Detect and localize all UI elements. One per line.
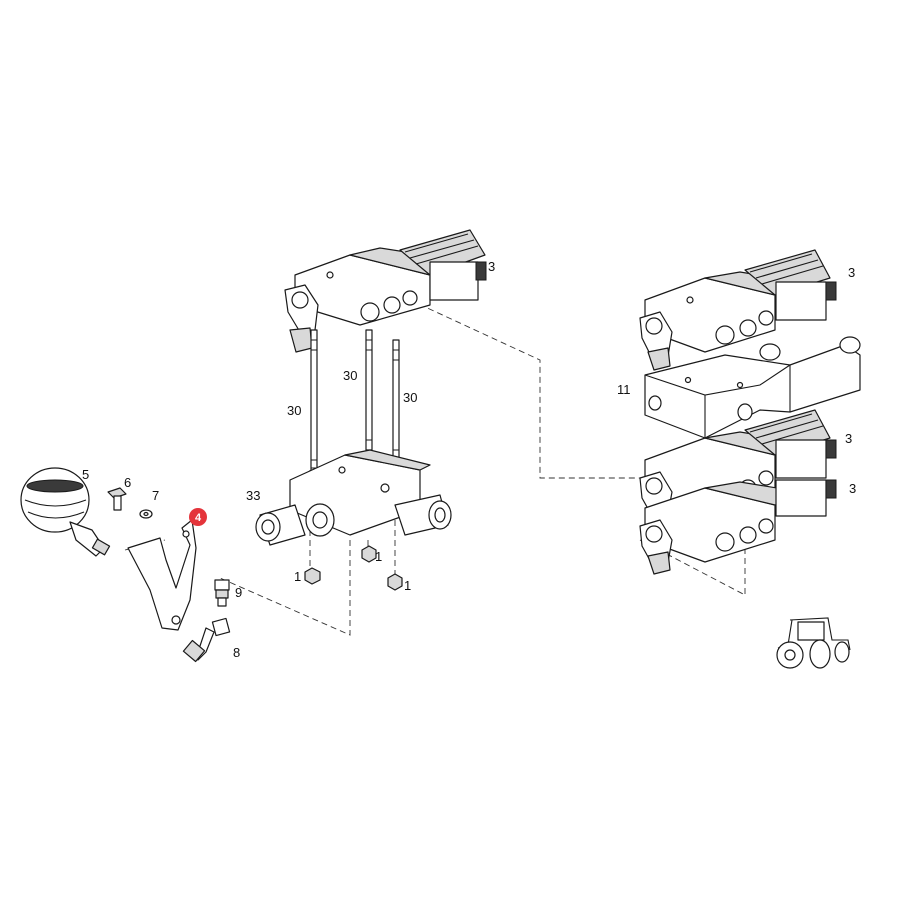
- callout-7: 7: [152, 488, 159, 503]
- fitting-part: [214, 579, 230, 607]
- callout-3-right-middle: 3: [845, 431, 852, 446]
- valve-section-right-bottom: [639, 479, 837, 575]
- pipe-part: [182, 617, 231, 663]
- inlet-block: [255, 449, 452, 546]
- callout-30-left: 30: [287, 403, 301, 418]
- callout-1-right: 1: [404, 578, 411, 593]
- callout-11: 11: [617, 382, 631, 397]
- callout-3-right-bottom: 3: [849, 481, 856, 496]
- nut-parts: [304, 545, 403, 591]
- callout-6: 6: [124, 475, 131, 490]
- callout-8: 8: [233, 645, 240, 660]
- callout-1-left: 1: [294, 569, 301, 584]
- callout-30-middle: 30: [343, 368, 357, 383]
- accumulator-part: [20, 467, 111, 557]
- washer-part: [139, 509, 153, 519]
- callout-33: 33: [246, 488, 260, 503]
- tractor-icon: [776, 617, 851, 669]
- bracket-part: [127, 519, 197, 631]
- callout-1-middle: 1: [375, 549, 382, 564]
- callout-30-right: 30: [403, 390, 417, 405]
- callout-5: 5: [82, 467, 89, 482]
- badge-circle: [189, 508, 207, 526]
- valve-section-right-top: [639, 249, 837, 371]
- callout-9: 9: [235, 585, 242, 600]
- callout-labels: 5 6 7 8 9 1 1 1 33 30 30 30 3 3 3 3 11: [82, 259, 856, 660]
- valve-section-top-left: [284, 229, 487, 353]
- bolt-part: [107, 487, 127, 511]
- callout-3-top-left: 3: [488, 259, 495, 274]
- callout-4-badge[interactable]: 4: [189, 508, 207, 526]
- section-plate-11: [644, 336, 861, 439]
- callout-3-right-top: 3: [848, 265, 855, 280]
- callout-4: 4: [195, 512, 202, 524]
